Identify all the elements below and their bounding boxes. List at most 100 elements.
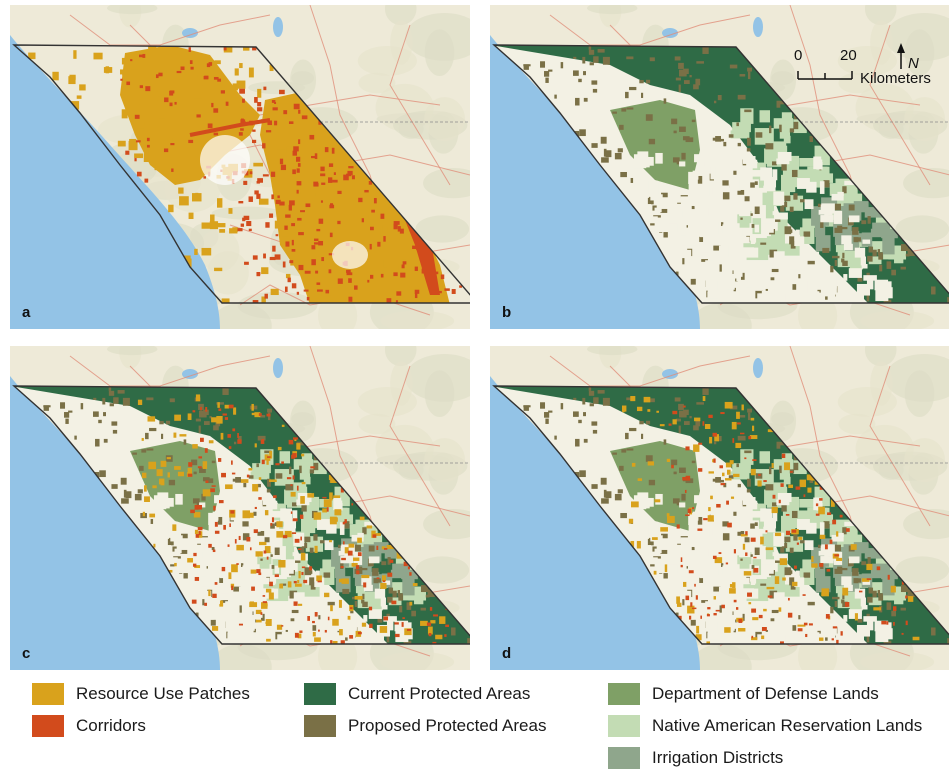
proposed-protected-area	[211, 460, 216, 464]
proposed-protected-area	[733, 170, 737, 175]
resource-patch	[266, 638, 271, 642]
corridor	[403, 561, 408, 567]
unprotected-land	[848, 268, 862, 278]
map-legend: Resource Use Patches Corridors Current P…	[24, 680, 949, 770]
road	[549, 14, 751, 46]
corridor	[713, 612, 717, 616]
proposed-protected-area	[103, 412, 106, 417]
unprotected-land	[196, 539, 211, 544]
proposed-protected-area	[784, 226, 792, 235]
resource-patch	[270, 288, 279, 296]
corridor	[189, 118, 271, 137]
unprotected-land	[843, 615, 848, 622]
resource-patch	[353, 557, 360, 561]
proposed-protected-area	[789, 236, 795, 245]
proposed-protected-area	[715, 136, 722, 142]
unprotected-land	[252, 547, 257, 560]
proposed-protected-area	[672, 498, 680, 504]
corridor	[249, 547, 252, 551]
corridor	[256, 181, 260, 184]
proposed-protected-area	[779, 124, 782, 133]
resource-patch	[782, 577, 786, 581]
proposed-protected-area	[132, 452, 137, 455]
irrigation-district	[882, 235, 895, 255]
resource-patch	[160, 478, 165, 486]
proposed-protected-area	[361, 567, 368, 571]
unprotected-land	[208, 524, 217, 533]
unprotected-land	[874, 620, 889, 632]
corridor	[671, 464, 674, 469]
unprotected-land	[340, 556, 354, 564]
proposed-protected-area	[406, 602, 412, 610]
unprotected-land	[874, 279, 889, 291]
unprotected-land	[217, 501, 225, 508]
proposed-protected-area	[733, 511, 737, 516]
unprotected-land	[694, 154, 706, 163]
proposed-protected-area	[781, 504, 787, 512]
irrigation-district	[390, 569, 410, 579]
corridor	[307, 616, 310, 621]
unprotected-land	[722, 565, 733, 575]
resource-patch	[797, 624, 806, 627]
proposed-protected-area	[540, 61, 546, 68]
corridor	[187, 473, 193, 477]
reservation-lands	[781, 174, 796, 193]
resource-patch	[261, 267, 269, 275]
road	[389, 24, 451, 186]
corridor	[262, 595, 266, 597]
proposed-protected-area	[361, 599, 365, 604]
unprotected-land	[797, 178, 810, 189]
resource-patch	[873, 607, 882, 611]
proposed-protected-area	[269, 554, 273, 557]
unprotected-land	[804, 251, 814, 260]
unprotected-land	[709, 552, 718, 567]
unprotected-land	[754, 224, 760, 233]
corridor	[211, 485, 216, 487]
corridor	[702, 421, 705, 426]
corridor	[318, 218, 324, 224]
corridor	[274, 101, 277, 104]
proposed-protected-area	[750, 523, 755, 529]
unprotected-land	[656, 561, 671, 574]
unprotected-land	[259, 509, 265, 518]
proposed-protected-area	[678, 84, 681, 93]
corridor	[289, 260, 294, 264]
proposed-protected-area	[403, 640, 412, 644]
resource-patch	[391, 265, 399, 271]
terrain-shade	[870, 20, 893, 65]
resource-patch	[418, 264, 422, 268]
proposed-protected-area	[841, 226, 848, 230]
resource-patch	[144, 121, 150, 125]
proposed-protected-area	[578, 78, 582, 83]
proposed-protected-area	[754, 547, 760, 556]
resource-patch	[314, 637, 321, 642]
resource-patch	[167, 569, 173, 573]
resource-patch	[659, 424, 665, 427]
proposed-protected-area	[215, 516, 223, 525]
proposed-protected-area	[837, 225, 843, 230]
resource-patch	[736, 411, 740, 419]
unprotected-land	[327, 621, 336, 635]
proposed-protected-area	[947, 638, 949, 644]
proposed-protected-area	[554, 94, 557, 99]
proposed-protected-area	[682, 599, 685, 606]
corridor	[239, 88, 245, 94]
unprotected-land	[728, 257, 737, 263]
proposed-protected-area	[270, 523, 275, 529]
unprotected-land	[729, 182, 741, 191]
resource-patch	[279, 583, 284, 589]
proposed-protected-area	[690, 278, 696, 286]
proposed-protected-area	[161, 433, 164, 439]
legend-label-reservation-lands: Native American Reservation Lands	[652, 716, 923, 735]
proposed-protected-area	[760, 242, 767, 245]
corridor	[279, 158, 284, 165]
proposed-protected-area	[784, 567, 792, 576]
proposed-protected-area	[842, 593, 845, 600]
corridor	[351, 175, 355, 180]
unprotected-land	[760, 508, 773, 522]
resource-patch	[752, 425, 755, 432]
reservation-lands	[309, 536, 316, 548]
proposed-protected-area	[663, 439, 667, 445]
unprotected-land	[283, 526, 296, 533]
proposed-protected-area	[792, 625, 797, 631]
